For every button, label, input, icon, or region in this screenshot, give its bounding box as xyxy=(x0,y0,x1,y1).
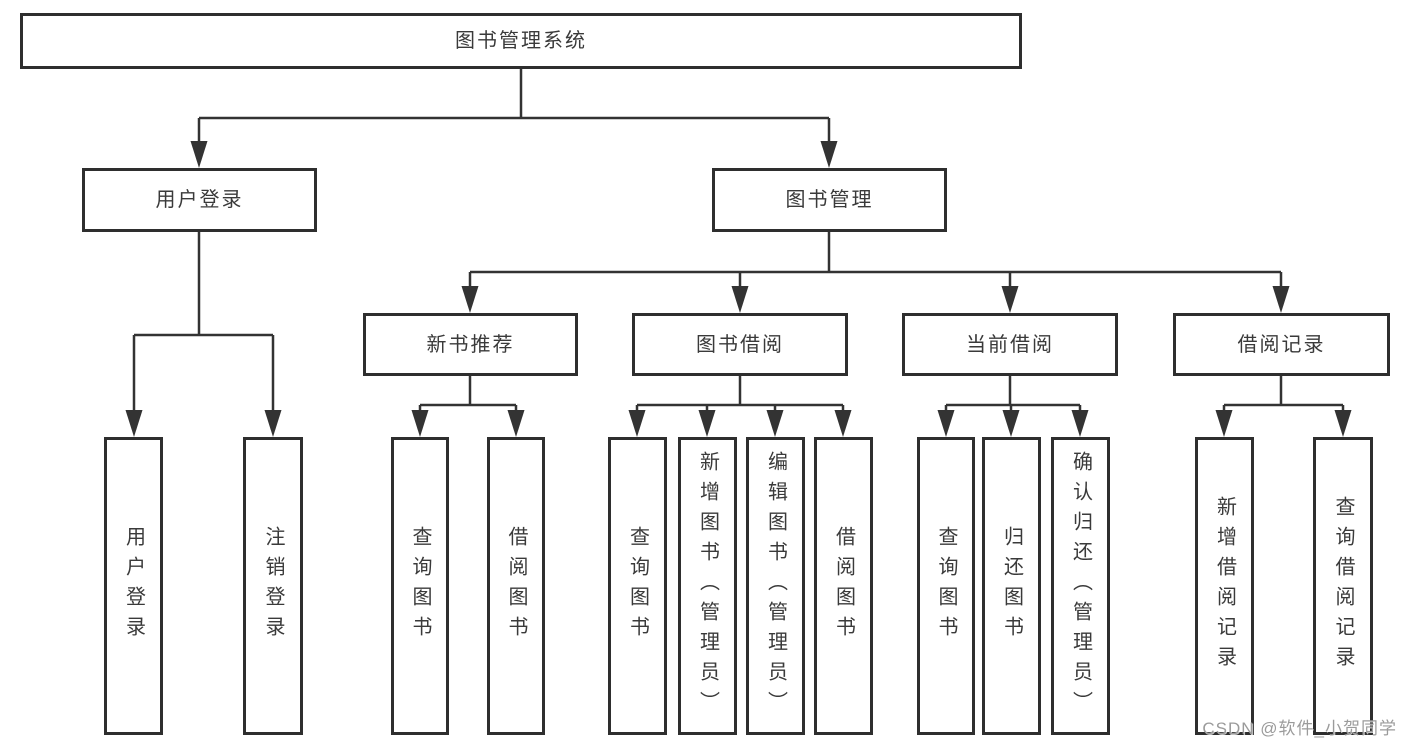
node-book-borrow: 图书借阅 xyxy=(632,313,848,376)
leaf-add-borrow-record: 新增借阅记录 xyxy=(1195,437,1254,735)
node-borrow-records: 借阅记录 xyxy=(1173,313,1390,376)
leaf-query-borrow-record: 查询借阅记录 xyxy=(1313,437,1373,735)
leaf-borrow-books-recommend: 借阅图书 xyxy=(487,437,545,735)
node-book-management: 图书管理 xyxy=(712,168,947,232)
node-root-system: 图书管理系统 xyxy=(20,13,1022,69)
leaf-query-books-recommend: 查询图书 xyxy=(391,437,449,735)
csdn-watermark: CSDN @软件_小贺同学 xyxy=(1202,719,1397,738)
leaf-query-books-current: 查询图书 xyxy=(917,437,975,735)
node-user-login: 用户登录 xyxy=(82,168,317,232)
node-current-borrow: 当前借阅 xyxy=(902,313,1118,376)
leaf-add-book-admin: 新增图书（管理员） xyxy=(678,437,737,735)
leaf-user-login: 用户登录 xyxy=(104,437,163,735)
leaf-return-book: 归还图书 xyxy=(982,437,1041,735)
node-new-book-recommend: 新书推荐 xyxy=(363,313,578,376)
leaf-logout: 注销登录 xyxy=(243,437,303,735)
leaf-borrow-books: 借阅图书 xyxy=(814,437,873,735)
leaf-edit-book-admin: 编辑图书（管理员） xyxy=(746,437,805,735)
leaf-confirm-return-admin: 确认归还（管理员） xyxy=(1051,437,1110,735)
leaf-query-books-borrow: 查询图书 xyxy=(608,437,667,735)
